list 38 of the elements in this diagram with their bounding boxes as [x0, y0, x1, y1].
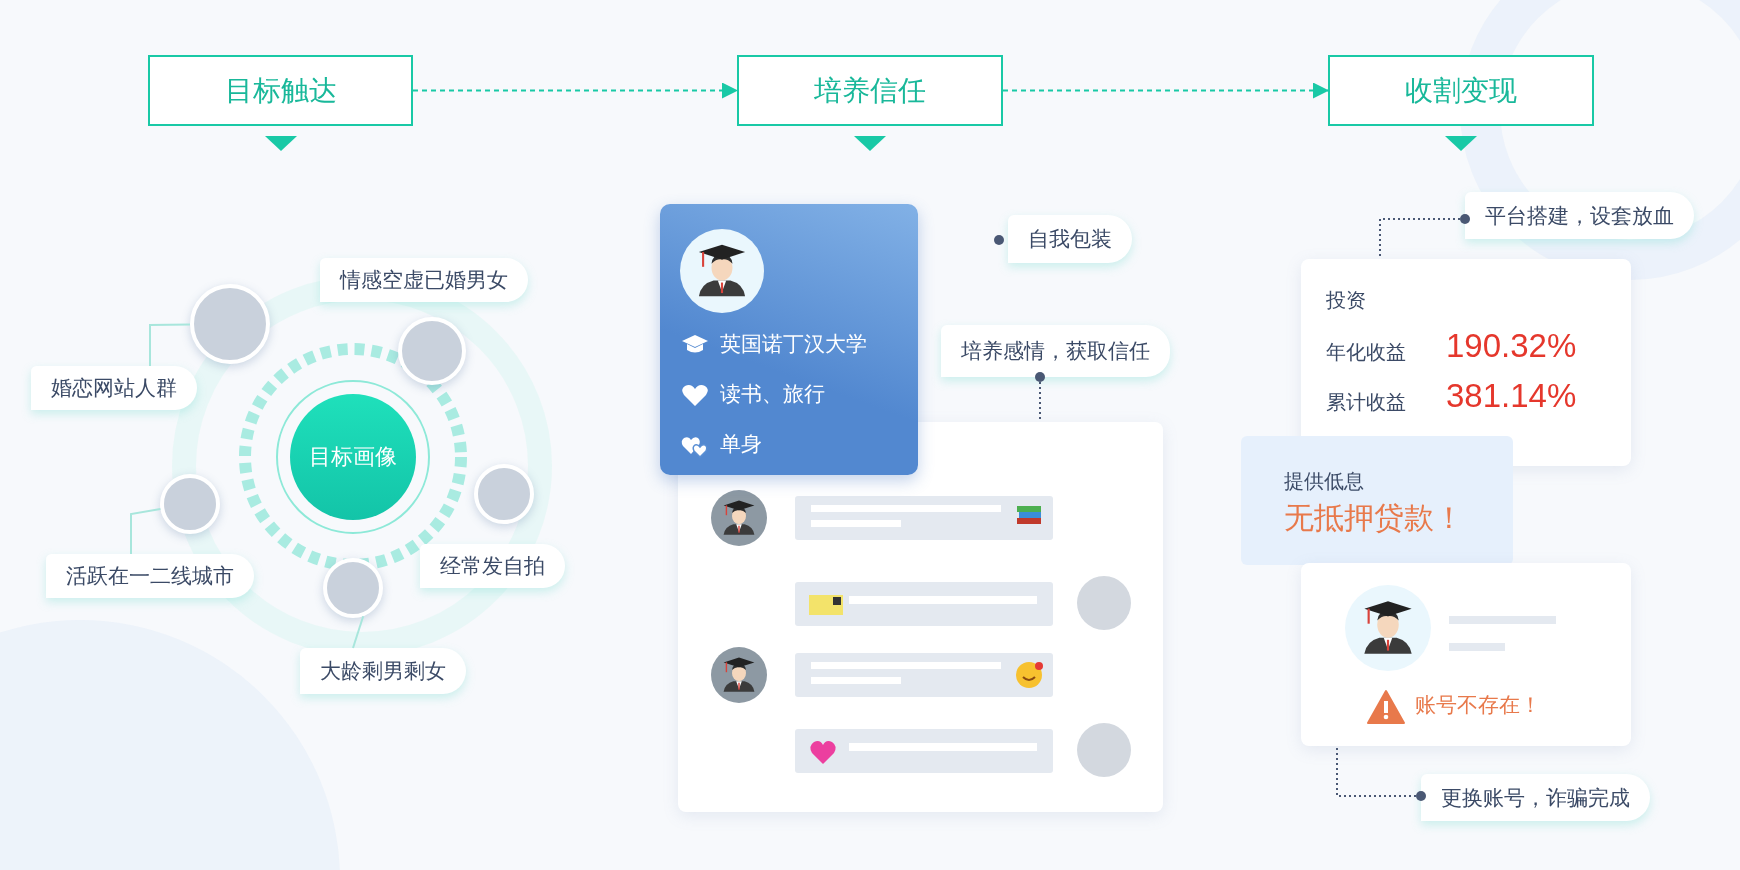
callout-bubble: 大龄剩男剩女 — [300, 648, 466, 694]
target-circle: 目标画像 — [290, 394, 416, 520]
return-figure: 381.14% — [1446, 377, 1577, 415]
card-text: 投资 — [1326, 288, 1366, 313]
callout-bubble: 婚恋网站人群 — [31, 366, 197, 410]
stage-box: 目标触达 — [148, 55, 413, 126]
arrow — [412, 82, 738, 99]
card-text: 提供低息 — [1284, 469, 1364, 494]
profile-text: 英国诺丁汉大学 — [720, 331, 867, 357]
callout-bubble: 经常发自拍 — [420, 544, 565, 588]
stage-box: 收割变现 — [1328, 55, 1594, 126]
leader-line — [130, 508, 162, 555]
photo-placeholder — [190, 284, 270, 364]
profile-text: 读书、旅行 — [720, 381, 825, 407]
stage-box: 培养信任 — [737, 55, 1003, 126]
callout-bubble: 培养感情，获取信任 — [941, 325, 1170, 377]
profile-text: 单身 — [720, 431, 762, 457]
callout-bubble: 更换账号，诈骗完成 — [1421, 774, 1650, 821]
photo-placeholder — [160, 474, 220, 534]
callout-bubble: 自我包装 — [1008, 215, 1132, 263]
leader-line — [1336, 745, 1426, 801]
leader-line — [149, 323, 191, 367]
card-text: 累计收益 — [1326, 390, 1406, 415]
account-card — [1301, 563, 1631, 746]
return-figure: 190.32% — [1446, 327, 1577, 365]
callout-bubble: 平台搭建，设套放血 — [1465, 192, 1694, 239]
chat-panel — [678, 422, 1163, 812]
warning-text: 账号不存在！ — [1415, 692, 1541, 718]
leader-line — [352, 615, 365, 649]
loan-offer-card — [1241, 436, 1513, 565]
profile-card — [660, 204, 918, 475]
investment-card — [1301, 259, 1631, 466]
callout-bubble: 情感空虚已婚男女 — [320, 258, 528, 302]
arrow — [1002, 82, 1329, 99]
callout-bubble: 活跃在一二线城市 — [46, 554, 254, 598]
offer-headline: 无抵押贷款！ — [1284, 500, 1464, 536]
photo-placeholder — [323, 558, 383, 618]
card-text: 年化收益 — [1326, 340, 1406, 365]
